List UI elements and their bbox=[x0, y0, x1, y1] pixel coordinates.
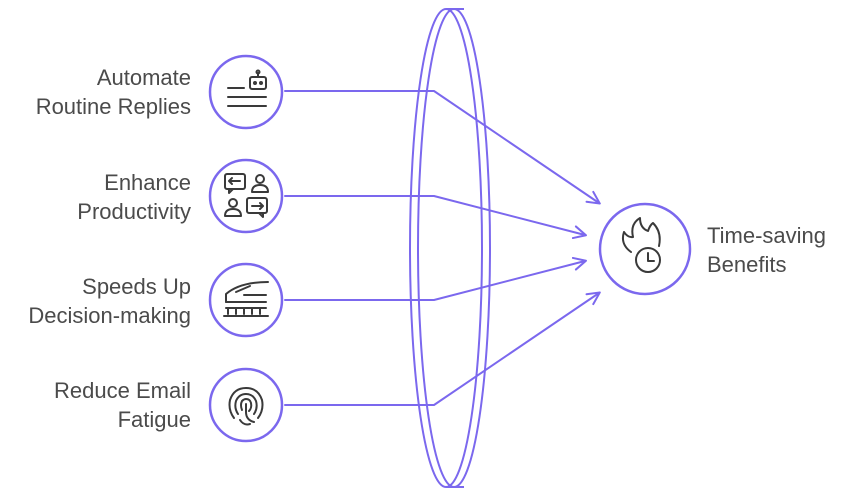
label-speeds-up-decision-making: Speeds Up Decision-making bbox=[28, 272, 191, 330]
label-line-2: Routine Replies bbox=[35, 94, 191, 119]
node-speeds-up-decision-making bbox=[208, 262, 284, 338]
label-line-1: Enhance bbox=[104, 170, 191, 195]
lens bbox=[409, 8, 491, 488]
chatbot-text-icon bbox=[227, 69, 267, 107]
label-reduce-email-fatigue: Reduce Email Fatigue bbox=[54, 376, 191, 434]
label-time-saving-benefits: Time-saving Benefits bbox=[707, 221, 826, 279]
label-line-1: Automate bbox=[96, 65, 191, 90]
node-automate-routine-replies bbox=[208, 54, 284, 130]
lens-back-edge bbox=[417, 8, 491, 488]
connector-enhance-productivity bbox=[284, 195, 587, 240]
label-line-1: Reduce Email bbox=[54, 378, 191, 403]
node-circle bbox=[208, 54, 284, 130]
node-enhance-productivity bbox=[208, 158, 284, 234]
label-line-2: Decision-making bbox=[28, 303, 191, 328]
fingerprint-icon bbox=[228, 387, 264, 426]
node-time-saving-benefits bbox=[598, 202, 692, 296]
high-speed-train-icon bbox=[223, 281, 269, 317]
lens-front-edge bbox=[409, 8, 483, 488]
connector-automate-replies bbox=[284, 90, 601, 205]
connectors bbox=[284, 90, 601, 406]
node-circle bbox=[208, 158, 284, 234]
label-line-2: Fatigue bbox=[117, 407, 191, 432]
node-reduce-email-fatigue bbox=[208, 367, 284, 443]
label-line-2: Productivity bbox=[77, 199, 191, 224]
node-circle bbox=[208, 262, 284, 338]
label-line-1: Speeds Up bbox=[82, 274, 191, 299]
label-automate-routine-replies: Automate Routine Replies bbox=[36, 63, 191, 121]
fire-clock-icon bbox=[621, 217, 661, 273]
connector-speeds-up-decisions bbox=[284, 256, 587, 301]
label-enhance-productivity: Enhance Productivity bbox=[77, 168, 191, 226]
label-line-2: Benefits bbox=[707, 252, 787, 277]
people-exchange-icon bbox=[224, 173, 269, 218]
connector-reduce-fatigue bbox=[284, 291, 601, 406]
label-line-1: Time-saving bbox=[707, 223, 826, 248]
